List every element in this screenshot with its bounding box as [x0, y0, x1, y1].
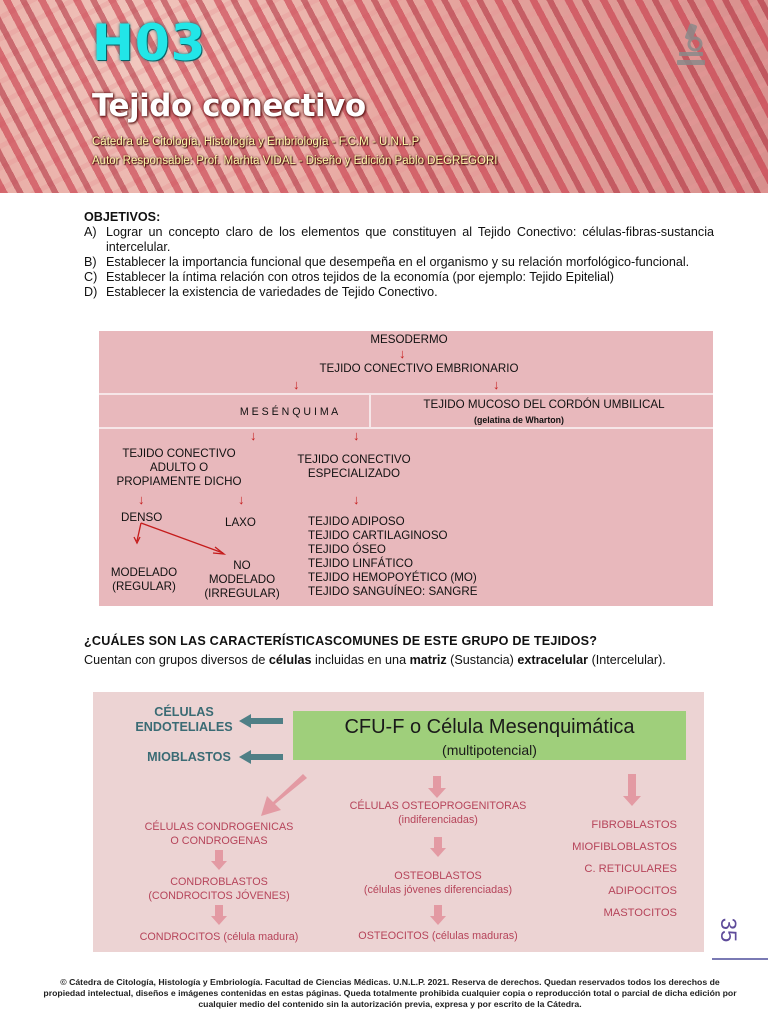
section-description: Cuentan con grupos diversos de células i…: [84, 653, 666, 667]
objective-item: A) Lograr un concepto claro de los eleme…: [84, 225, 714, 255]
mioblastos-label: MIOBLASTOS: [147, 750, 231, 764]
down-arrow-icon: ↓: [353, 428, 360, 443]
condroblastos-label: CONDROBLASTOS(CONDROCITOS JÓVENES): [148, 876, 290, 902]
down-arrow-icon: ↓: [353, 492, 360, 507]
objective-key: C): [84, 270, 98, 284]
divider: [369, 393, 371, 428]
denso-label: DENSO: [121, 511, 163, 524]
right-cell-list: FIBROBLASTOS MIOFIBLOBLASTOS C. RETICULA…: [572, 819, 677, 919]
down-arrow-icon: [211, 905, 227, 925]
classification-diagram: MESODERMO ↓ TEJIDO CONECTIVO EMBRIONARIO…: [99, 331, 713, 606]
author-line: Autor Responsable: Prof. Marhta VIDAL - …: [92, 155, 498, 167]
objective-key: D): [84, 285, 98, 299]
osteocitos-label: OSTEOCITOS (células maduras): [358, 930, 518, 942]
objective-item: C) Establecer la íntima relación con otr…: [84, 270, 714, 285]
down-arrow-icon: ↓: [399, 346, 406, 361]
down-arrow-icon: ↓: [293, 377, 300, 392]
objective-text: Establecer la existencia de variedades d…: [106, 285, 438, 299]
down-arrow-icon: ↓: [238, 492, 245, 507]
page-number: 35: [716, 917, 742, 943]
objective-text: Lograr un concepto claro de los elemento…: [106, 225, 714, 254]
page-bar: [712, 958, 768, 960]
wharton-label: (gelatina de Wharton): [474, 415, 564, 425]
copyright-footer: © Cátedra de Citología, Histología y Emb…: [43, 977, 737, 1009]
osteoblastos-label: OSTEOBLASTOS(células jóvenes diferenciad…: [363, 870, 513, 896]
laxo-label: LAXO: [225, 516, 256, 529]
mesenquima-label: M E S É N Q U I M A: [239, 406, 339, 418]
section-question: ¿CUÁLES SON LAS CARACTERÍSTICASCOMUNES D…: [84, 634, 598, 648]
objective-key: A): [84, 225, 97, 239]
chapter-title: Tejido conectivo: [92, 88, 366, 124]
down-arrow-icon: ↓: [250, 428, 257, 443]
cfu-title: CFU-F o Célula Mesenquimática: [344, 716, 635, 738]
down-arrow-icon: ↓: [493, 377, 500, 392]
mesodermo-label: MESODERMO: [370, 333, 448, 346]
mucoso-label: TEJIDO MUCOSO DEL CORDÓN UMBILICAL: [423, 398, 665, 411]
header-banner: H03 Tejido conectivo Cátedra de Citologí…: [0, 0, 768, 193]
divider: [99, 393, 713, 395]
divider: [99, 427, 713, 429]
condrocitos-label: CONDROCITOS (célula madura): [139, 931, 299, 943]
cell-lineage-diagram: CFU-F o Célula Mesenquimática (multipote…: [93, 692, 704, 952]
objective-text: Establecer la íntima relación con otros …: [106, 270, 614, 284]
down-arrow-icon: ↓: [138, 492, 145, 507]
down-arrow-icon: [623, 774, 641, 806]
objectives-block: OBJETIVOS: A) Lograr un concepto claro d…: [84, 210, 714, 300]
chapter-code: H03: [92, 14, 207, 72]
down-arrow-icon: [430, 905, 446, 925]
especializado-list: TEJIDO ADIPOSO TEJIDO CARTILAGINOSO TEJI…: [308, 515, 478, 598]
microscope-icon: [677, 23, 705, 65]
objectives-title: OBJETIVOS:: [84, 210, 161, 224]
tce-label: TEJIDO CONECTIVO EMBRIONARIO: [319, 362, 519, 375]
down-arrow-icon: [430, 837, 446, 857]
modelado-label: MODELADO(REGULAR): [110, 566, 178, 593]
objective-item: B) Establecer la importancia funcional q…: [84, 255, 714, 270]
cfu-subtitle: (multipotencial): [442, 742, 537, 758]
cfu-box: CFU-F o Célula Mesenquimática (multipote…: [293, 711, 686, 760]
objective-item: D) Establecer la existencia de variedade…: [84, 285, 714, 300]
objective-key: B): [84, 255, 97, 269]
objective-text: Establecer la importancia funcional que …: [106, 255, 690, 269]
down-arrow-icon: [428, 776, 446, 798]
diagonal-arrow-icon: [261, 774, 307, 816]
branch-arrows-icon: [133, 522, 227, 555]
osteoprogenitoras-label: CÉLULAS OSTEOPROGENITORAS(indiferenciada…: [349, 800, 527, 826]
chair-line: Cátedra de Citología, Histología y Embri…: [92, 136, 420, 148]
left-arrow-icon: [239, 750, 283, 764]
left-arrow-icon: [239, 714, 283, 728]
down-arrow-icon: [211, 850, 227, 870]
